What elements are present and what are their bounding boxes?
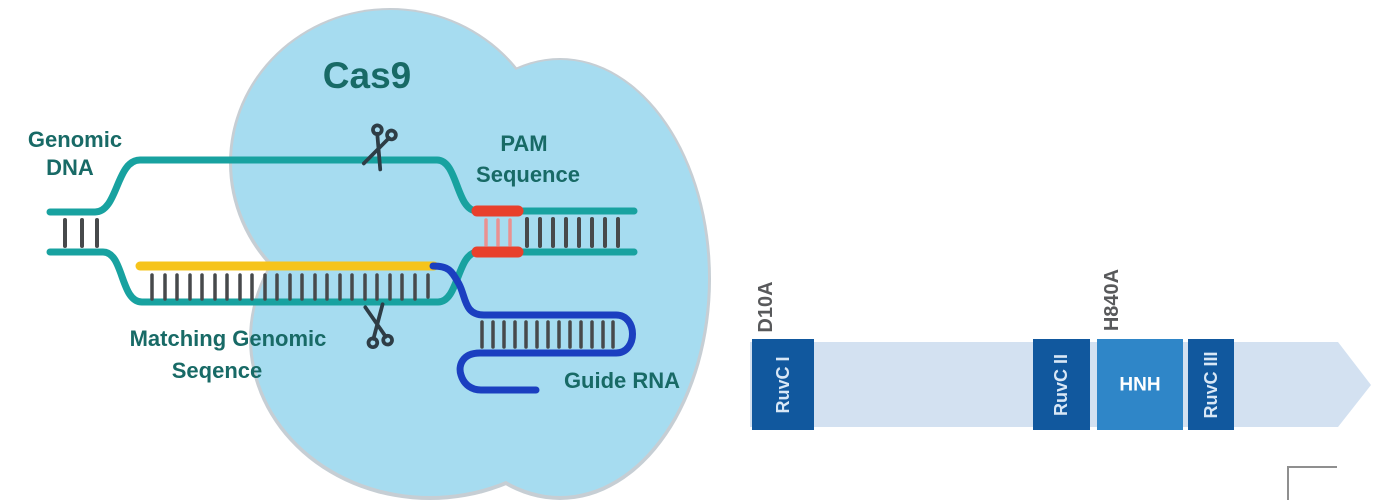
top-dna-strand [46, 156, 638, 216]
pam-line2: Sequence [476, 162, 580, 187]
mutation-label-h840a: H840A [1101, 269, 1123, 331]
cas9-domain-map: RuvC I RuvC II HNH RuvC III D10A H840A [750, 269, 1371, 430]
pam-base-pair-ticks-pink [484, 218, 512, 247]
scissors-loop-left [371, 123, 384, 137]
cloud-lobe-bottom [252, 180, 608, 496]
matching-base-pair-ticks [150, 273, 430, 301]
bottom-dna-strand [46, 248, 638, 306]
scissors-blades [361, 131, 391, 172]
mutation-label-d10a: D10A [755, 281, 777, 332]
pam-sequence-label: PAM Sequence [476, 131, 580, 187]
guide-rna-label: Guide RNA [564, 368, 680, 393]
genomic-dna-line1: Genomic [28, 127, 122, 152]
matching-sequence-label: Matching Genomic Seqence [130, 326, 327, 383]
crop-corner-mark [1287, 466, 1337, 500]
scissors-loop-right [385, 128, 398, 142]
domain-label-ruvc1: RuvC I [773, 356, 793, 413]
cas9-title: Cas9 [323, 55, 411, 96]
pam-base-pair-ticks-dark [525, 217, 620, 248]
guide-rna-hairpin-ticks [480, 320, 615, 349]
genomic-dna-line2: DNA [46, 155, 94, 180]
domain-box-ruvc1 [752, 339, 814, 430]
domain-label-ruvc3: RuvC III [1201, 351, 1221, 418]
scissors-loop-left [381, 333, 394, 347]
pam-line1: PAM [500, 131, 547, 156]
genomic-dna-label: Genomic DNA [28, 127, 122, 180]
dna-stub-base-pair-ticks [63, 218, 99, 248]
domain-label-ruvc2: RuvC II [1051, 354, 1071, 416]
domain-label-hnh: HNH [1119, 375, 1160, 396]
matching-line1: Matching Genomic [130, 326, 327, 351]
domain-box-ruvc2 [1033, 339, 1090, 430]
scissors-blades [363, 302, 388, 341]
domain-box-hnh [1097, 339, 1183, 430]
matching-line2: Seqence [172, 358, 263, 383]
domain-box-ruvc3 [1188, 339, 1234, 430]
guide-rna-strand [429, 262, 636, 394]
scissors-icon [363, 302, 394, 350]
domain-bar-arrowhead [1338, 342, 1371, 427]
scissors-icon [361, 123, 398, 172]
scissors-loop-right [366, 336, 380, 350]
